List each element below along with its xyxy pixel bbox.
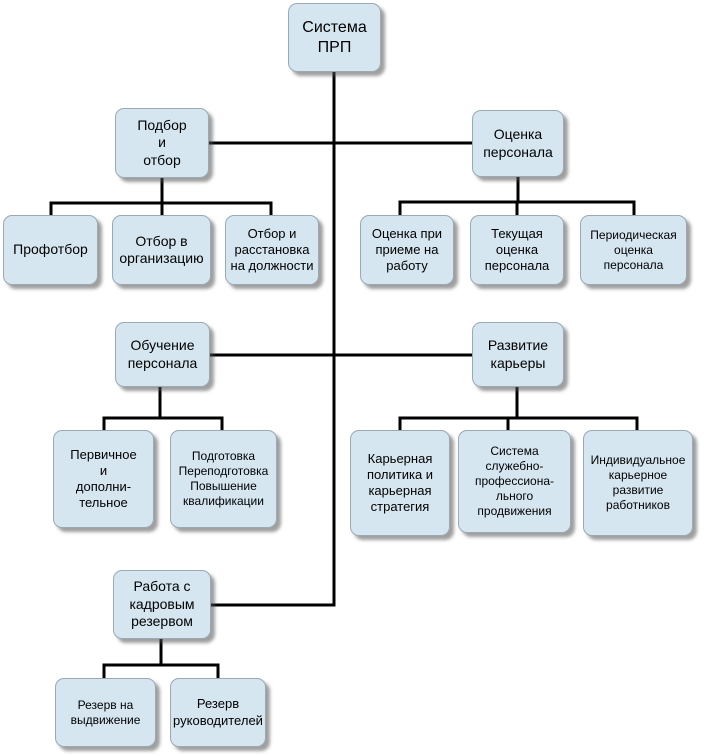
career-policy-node: Карьерная политика и карьерная стратегия xyxy=(350,430,450,536)
evaluation-node: Оценка персонала xyxy=(472,110,564,177)
hiring-evaluation-node: Оценка при приеме на работу xyxy=(360,215,454,285)
reserve-node: Работа с кадровым резервом xyxy=(113,570,211,639)
current-evaluation-node: Текущая оценка персонала xyxy=(470,215,564,285)
placement-node: Отбор и расстановка на должности xyxy=(225,215,319,285)
individual-career-node: Индивидуальное карьерное развитие работн… xyxy=(583,430,693,536)
managers-reserve-node: Резерв руководителей xyxy=(170,678,266,747)
promotion-system-node: Система служебно- профессиона- льного пр… xyxy=(458,430,571,533)
qualification-node: Подготовка Переподготовка Повышение квал… xyxy=(170,430,277,528)
primary-training-node: Первичное и дополни- тельное xyxy=(53,430,154,528)
training-node: Обучение персонала xyxy=(115,322,210,387)
career-node: Развитие карьеры xyxy=(472,322,564,387)
selection-node: Подбор и отбор xyxy=(115,108,209,178)
profselection-node: Профотбор xyxy=(3,215,98,285)
org-selection-node: Отбор в организацию xyxy=(112,215,211,285)
periodic-evaluation-node: Периодическая оценка персонала xyxy=(580,215,687,285)
promotion-reserve-node: Резерв на выдвижение xyxy=(55,678,156,747)
root-node: Система ПРП xyxy=(288,3,381,72)
